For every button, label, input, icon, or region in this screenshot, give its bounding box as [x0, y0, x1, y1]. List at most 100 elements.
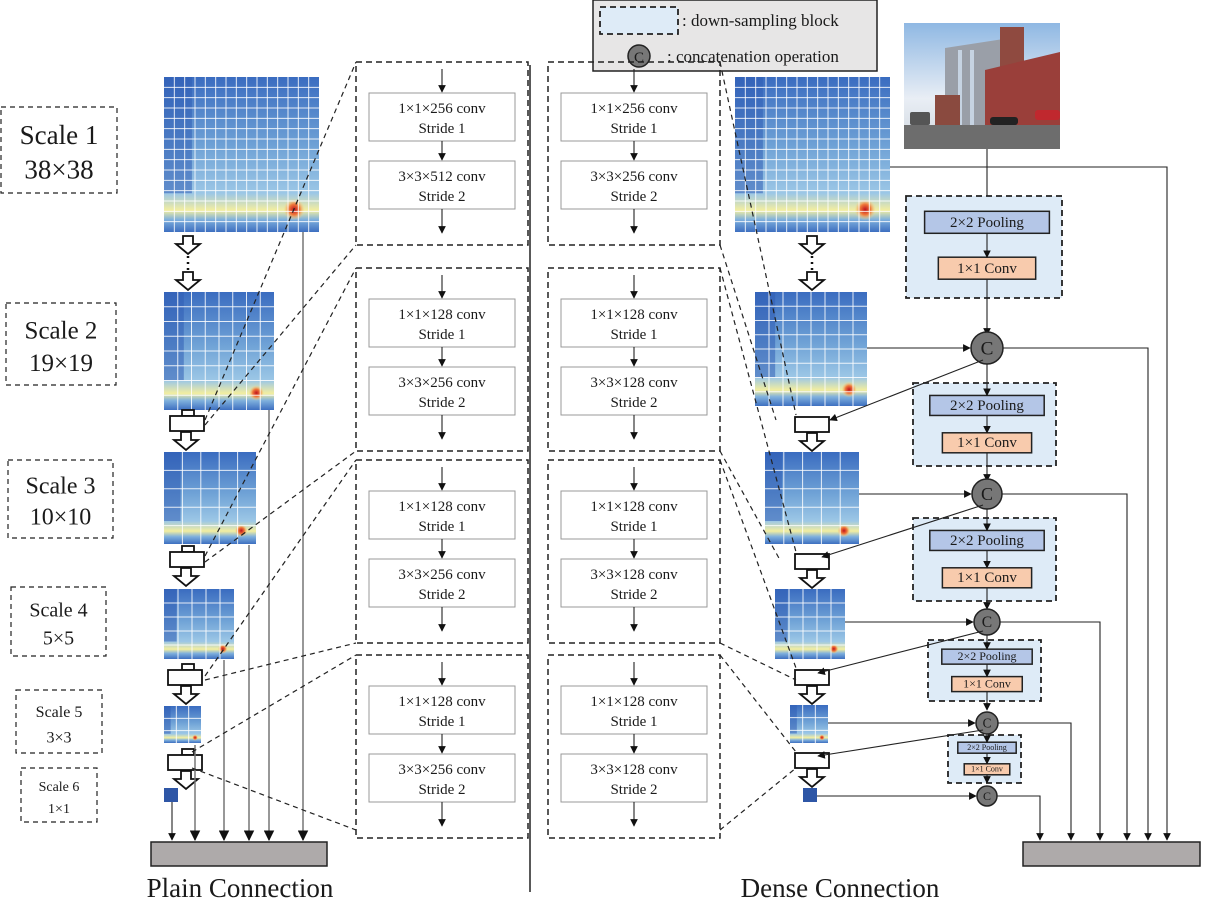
conv-layer-2-label: 3×3×512 conv	[398, 169, 486, 185]
plain-feature-map-6	[164, 788, 178, 802]
concat-node-1: C	[970, 331, 1004, 365]
scale-label-frame	[10, 586, 107, 657]
concat-symbol: C	[982, 614, 992, 631]
conv-1x1-label: 1×1 Conv	[971, 765, 1003, 774]
concat-node-5: C	[976, 785, 998, 807]
zoom-guide-line	[719, 654, 797, 753]
zoom-guide-line	[719, 61, 797, 416]
conv-layer-2-stride: Stride 2	[418, 189, 465, 205]
conv-layer-2-label: 3×3×128 conv	[590, 375, 678, 391]
scale-label-5: Scale 53×3	[15, 689, 103, 754]
scale-size: 10×10	[30, 505, 92, 531]
conv-layer-2-label: 3×3×128 conv	[590, 762, 678, 778]
scale-size: 1×1	[48, 802, 70, 817]
conv-layer-1	[560, 298, 708, 348]
pooling-label: 2×2 Pooling	[950, 398, 1024, 414]
zoom-guide-line	[719, 459, 797, 669]
conv-layer-1-label: 1×1×128 conv	[398, 499, 486, 515]
conv-1x1-label: 1×1 Conv	[963, 676, 1011, 690]
zoom-guide-line	[204, 61, 357, 421]
scale-size: 38×38	[24, 154, 93, 184]
zoom-guide-line	[719, 267, 797, 553]
scale-label-4: Scale 45×5	[10, 586, 107, 657]
scale-label-6: Scale 6 1×1	[20, 767, 98, 823]
zoom-guide-line	[191, 767, 357, 831]
legend-concat-symbol: C	[634, 50, 644, 66]
hollow-arrow-icon	[171, 567, 201, 588]
conv-layer-2-stride: Stride 2	[610, 782, 657, 798]
conv-block-frame	[355, 267, 529, 452]
hollow-arrow-icon	[797, 235, 827, 256]
conv-layer-2	[560, 558, 708, 608]
concat-to-conv-arrow	[817, 729, 984, 759]
legend: : down-sampling block C : concatenation …	[592, 0, 878, 72]
dense-feature-map-6	[803, 788, 817, 802]
zoom-guide-line	[204, 267, 357, 557]
dense-feature-map-5	[790, 705, 828, 743]
dense-output-bar	[1022, 841, 1201, 867]
conv-layer-2-stride: Stride 2	[610, 189, 657, 205]
concat-symbol: C	[983, 789, 991, 803]
hollow-arrow-icon	[171, 685, 201, 706]
conv-stem	[181, 663, 195, 671]
scale-name: Scale 6	[39, 780, 80, 795]
pooling-label: 2×2 Pooling	[950, 533, 1024, 549]
heatmap-hotspot	[854, 198, 877, 221]
scale1-to-output-arrow	[890, 166, 1171, 841]
conv-layer-2-label: 3×3×256 conv	[590, 169, 678, 185]
scale-label-1: Scale 138×38	[0, 106, 118, 194]
hollow-arrow-icon	[173, 271, 203, 292]
zoom-guide-line	[191, 654, 357, 753]
concat-symbol: C	[983, 715, 992, 730]
plain-feature-map-1	[164, 77, 319, 232]
scale-label-frame	[15, 689, 103, 754]
plain-feature-map-2	[164, 292, 274, 410]
conv-layer-2	[368, 753, 516, 803]
heatmap-hotspot	[841, 381, 857, 398]
hollow-arrow-icon	[797, 432, 827, 453]
conv-block-frame	[547, 61, 721, 246]
zoom-guide-line	[719, 450, 781, 561]
hollow-arrow-icon	[797, 271, 827, 292]
concat-to-output-arrow-4	[1002, 493, 1131, 841]
conv-layer-2-label: 3×3×256 conv	[398, 375, 486, 391]
conv-layer-1-label: 1×1×256 conv	[590, 101, 678, 117]
pooling-label: 2×2 Pooling	[957, 649, 1016, 663]
scale-label-frame	[5, 302, 117, 386]
plain-feature-map-3	[164, 452, 256, 544]
conv-layer-1-stride: Stride 1	[418, 121, 465, 137]
scale-size: 5×5	[43, 627, 74, 649]
conv-layer-1-label: 1×1×128 conv	[590, 307, 678, 323]
conv-1x1-label: 1×1 Conv	[957, 261, 1017, 277]
conv-block-frame	[355, 459, 529, 644]
conv-layer-1-stride: Stride 1	[418, 714, 465, 730]
heatmap-dark-region	[164, 589, 177, 642]
heatmap-hotspot	[248, 385, 265, 401]
conv-layer-2-stride: Stride 2	[418, 587, 465, 603]
conv-block-icon	[794, 416, 830, 433]
conv-layer-2-label: 3×3×256 conv	[398, 762, 486, 778]
scale-size: 3×3	[46, 729, 71, 746]
conv-block-frame	[547, 459, 721, 644]
pooling-label: 2×2 Pooling	[967, 743, 1006, 752]
conv-layer-2-stride: Stride 2	[610, 395, 657, 411]
hollow-arrow-icon	[797, 768, 827, 789]
heatmap-hotspot	[192, 734, 199, 741]
conv-layer-2-stride: Stride 2	[418, 395, 465, 411]
concat-node-3: C	[973, 608, 1001, 636]
conv-block-frame	[355, 61, 529, 246]
conv-block-frame	[547, 267, 721, 452]
zoom-guide-line	[204, 244, 357, 426]
conv-block-icon	[167, 669, 203, 686]
dense-feature-map-4	[775, 589, 845, 659]
conv-block-icon	[169, 415, 205, 432]
conv-block-icon	[169, 551, 205, 568]
conv-layer-2-stride: Stride 2	[418, 782, 465, 798]
legend-down-sampling-label: : down-sampling block	[682, 11, 839, 30]
zoom-guide-line	[719, 244, 777, 421]
